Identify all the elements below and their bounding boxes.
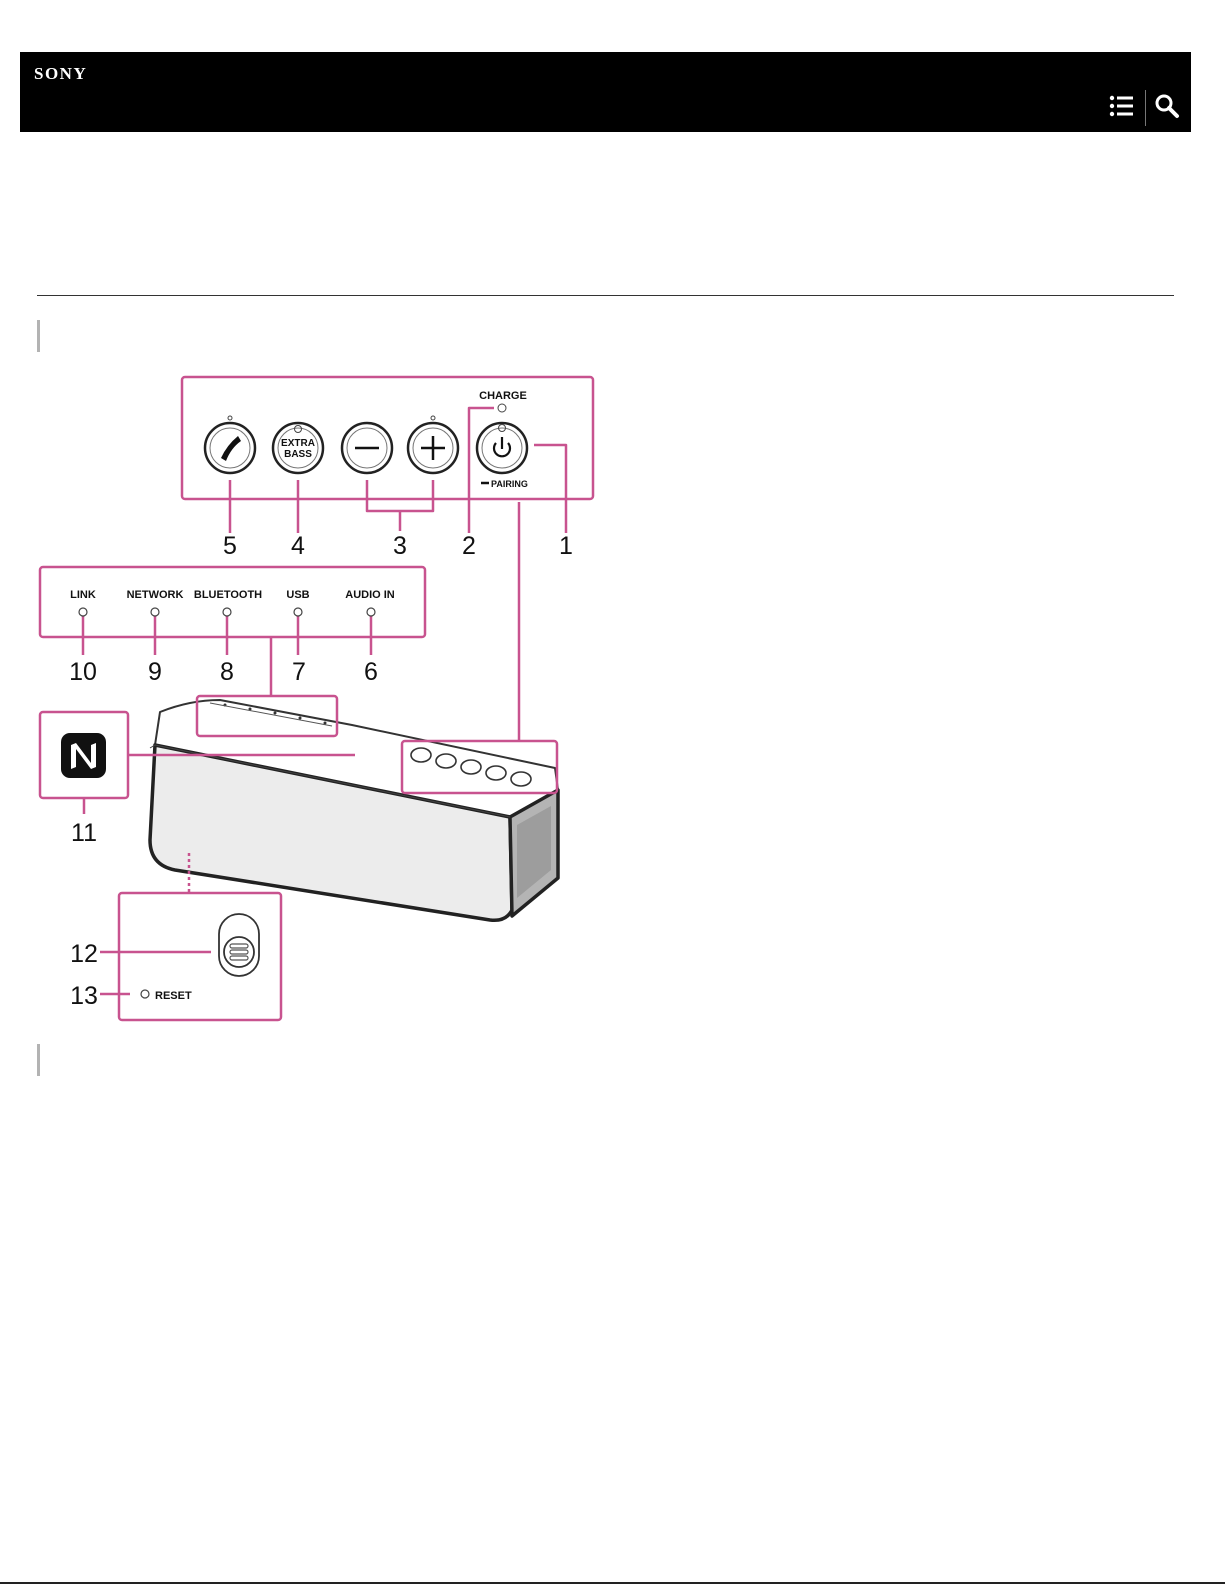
- indicator-led: [79, 608, 87, 616]
- reset-label: RESET: [155, 990, 192, 1002]
- pairing-label: PAIRING: [491, 479, 528, 489]
- extra-bass-label: EXTRA: [281, 438, 315, 449]
- extra-bass-button: EXTRA BASS: [273, 423, 323, 473]
- top-panel-buttons: EXTRA BASS CHARGE: [205, 390, 528, 489]
- callout-number: 3: [393, 532, 407, 560]
- reset-hole: [141, 990, 149, 998]
- callout-number: 7: [292, 658, 306, 686]
- callout-number: 4: [291, 532, 305, 560]
- indicator-label: LINK: [70, 589, 96, 601]
- volume-plus-button: [408, 416, 458, 473]
- top-panel-numbers: 1 2 3 4 5: [223, 532, 573, 560]
- indicator-label: BLUETOOTH: [194, 589, 262, 601]
- callout-number: 5: [223, 532, 237, 560]
- indicator-led: [367, 608, 375, 616]
- extra-bass-label: BASS: [284, 449, 312, 460]
- page-bottom-border: [0, 1582, 1225, 1584]
- callout-number: 2: [462, 532, 476, 560]
- indicator-label: NETWORK: [127, 589, 184, 601]
- indicator-label: AUDIO IN: [345, 589, 395, 601]
- callout-number: 13: [70, 982, 98, 1010]
- volume-minus-button: [342, 423, 392, 473]
- power-button: [477, 423, 527, 473]
- callout-number: 11: [71, 819, 97, 847]
- nfc-icon: [61, 733, 106, 778]
- callout-number: 6: [364, 658, 378, 686]
- port-cover-grip: [224, 937, 254, 967]
- charge-label: CHARGE: [479, 390, 527, 402]
- charge-indicator: [498, 404, 506, 412]
- speaker-illustration: [150, 700, 558, 920]
- callout-number: 12: [70, 940, 98, 968]
- callout-number: 10: [69, 658, 97, 686]
- indicator-led: [294, 608, 302, 616]
- callout-number: 8: [220, 658, 234, 686]
- indicator-label: USB: [286, 589, 309, 601]
- indicator-panel: LINK NETWORK BLUETOOTH USB AUDIO IN: [70, 589, 395, 616]
- call-button: [205, 416, 255, 473]
- indicator-led: [151, 608, 159, 616]
- callout-number: 9: [148, 658, 162, 686]
- callout-lines: [40, 377, 593, 1020]
- indicator-led: [223, 608, 231, 616]
- callout-number: 1: [559, 532, 573, 560]
- bottom-panel: RESET: [141, 914, 259, 1002]
